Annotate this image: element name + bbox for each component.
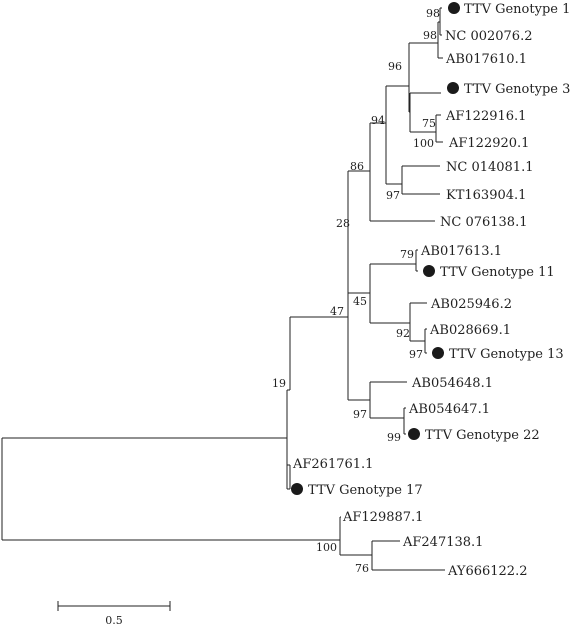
node-92-branches xyxy=(409,302,427,342)
leaf-label-af122916: AF122916.1 xyxy=(445,109,526,124)
node-19-branches xyxy=(286,389,290,490)
bootstrap-99: 99 xyxy=(387,431,401,444)
leaf-label-nc002076: NC 002076.2 xyxy=(445,29,532,44)
node-100b-branches xyxy=(339,516,372,556)
node-97a-branches xyxy=(401,165,440,195)
genotype-marker-11 xyxy=(423,265,435,277)
leaf-label-g22: TTV Genotype 22 xyxy=(425,428,540,443)
node-75-branches xyxy=(409,92,441,133)
node-86-branches xyxy=(369,122,435,222)
node-94-branches xyxy=(385,85,409,185)
leaf-labels: TTV Genotype 1 NC 002076.2 AB017610.1 TT… xyxy=(291,2,570,579)
bootstrap-98b: 98 xyxy=(423,29,437,42)
genotype-marker-3 xyxy=(447,82,459,94)
leaf-label-af247138: AF247138.1 xyxy=(402,535,483,550)
leaf-label-g17: TTV Genotype 17 xyxy=(308,483,423,498)
scale-bar: 0.5 xyxy=(57,601,171,625)
node-47-branches xyxy=(289,316,348,390)
bootstrap-100b: 100 xyxy=(316,541,337,554)
leaf-label-ay666122: AY666122.2 xyxy=(447,564,527,579)
bootstrap-79: 79 xyxy=(400,248,414,261)
bootstrap-28: 28 xyxy=(336,217,350,230)
bootstrap-100a: 100 xyxy=(413,137,434,150)
leaf-label-ab028669: AB028669.1 xyxy=(429,323,511,338)
bootstrap-96: 96 xyxy=(388,60,402,73)
bootstrap-47: 47 xyxy=(330,305,344,318)
leaf-label-g1: TTV Genotype 1 xyxy=(464,2,570,17)
node-45-branches xyxy=(369,263,416,324)
leaf-label-ab017613: AB017613.1 xyxy=(420,244,502,259)
bootstrap-97c: 97 xyxy=(353,408,367,421)
tree-branches xyxy=(1,7,445,571)
bootstrap-92: 92 xyxy=(396,327,410,340)
leaf-label-ab054647: AB054647.1 xyxy=(408,402,490,417)
leaf-label-af122920: AF122920.1 xyxy=(448,136,529,151)
bootstrap-76: 76 xyxy=(355,562,369,575)
bootstrap-values: 98 98 96 75 100 94 97 86 28 79 45 92 97 … xyxy=(272,7,440,575)
genotype-marker-22 xyxy=(408,428,420,440)
leaf-label-ab054648: AB054648.1 xyxy=(411,376,493,391)
bootstrap-97a: 97 xyxy=(386,189,400,202)
genotype-marker-13 xyxy=(432,347,444,359)
bootstrap-19: 19 xyxy=(272,377,286,390)
leaf-label-nc014081: NC 014081.1 xyxy=(446,160,533,175)
leaf-label-kt163904: KT163904.1 xyxy=(446,188,526,203)
node-98a-branches xyxy=(439,7,442,36)
node-100a-branches xyxy=(435,114,443,143)
leaf-label-g3: TTV Genotype 3 xyxy=(464,82,570,97)
leaf-label-af129887: AF129887.1 xyxy=(342,510,423,525)
bootstrap-94: 94 xyxy=(371,114,385,127)
leaf-label-nc076138: NC 076138.1 xyxy=(440,215,527,230)
node-79-branches xyxy=(415,249,418,272)
node-96-branches xyxy=(408,42,438,113)
root-branch xyxy=(1,437,340,541)
bootstrap-86: 86 xyxy=(350,160,364,173)
node-97b-branches xyxy=(424,328,427,354)
scale-bar-line xyxy=(57,601,171,611)
scale-bar-label: 0.5 xyxy=(105,614,123,625)
node-28-branches xyxy=(347,170,370,401)
bootstrap-75: 75 xyxy=(422,117,436,130)
leaf-label-g11: TTV Genotype 11 xyxy=(440,265,555,280)
node-99-branches xyxy=(403,407,406,435)
node-76-branches xyxy=(371,540,445,571)
leaf-label-af261761: AF261761.1 xyxy=(292,457,373,472)
leaf-label-g13: TTV Genotype 13 xyxy=(449,347,564,362)
bootstrap-45: 45 xyxy=(353,295,367,308)
leaf-label-ab017610: AB017610.1 xyxy=(445,52,527,67)
node-97c-branches xyxy=(369,381,407,419)
bootstrap-97b: 97 xyxy=(409,348,423,361)
genotype-marker-1 xyxy=(448,2,460,14)
bootstrap-98a: 98 xyxy=(426,7,440,20)
leaf-label-ab025946: AB025946.2 xyxy=(430,297,512,312)
genotype-marker-17 xyxy=(291,483,303,495)
